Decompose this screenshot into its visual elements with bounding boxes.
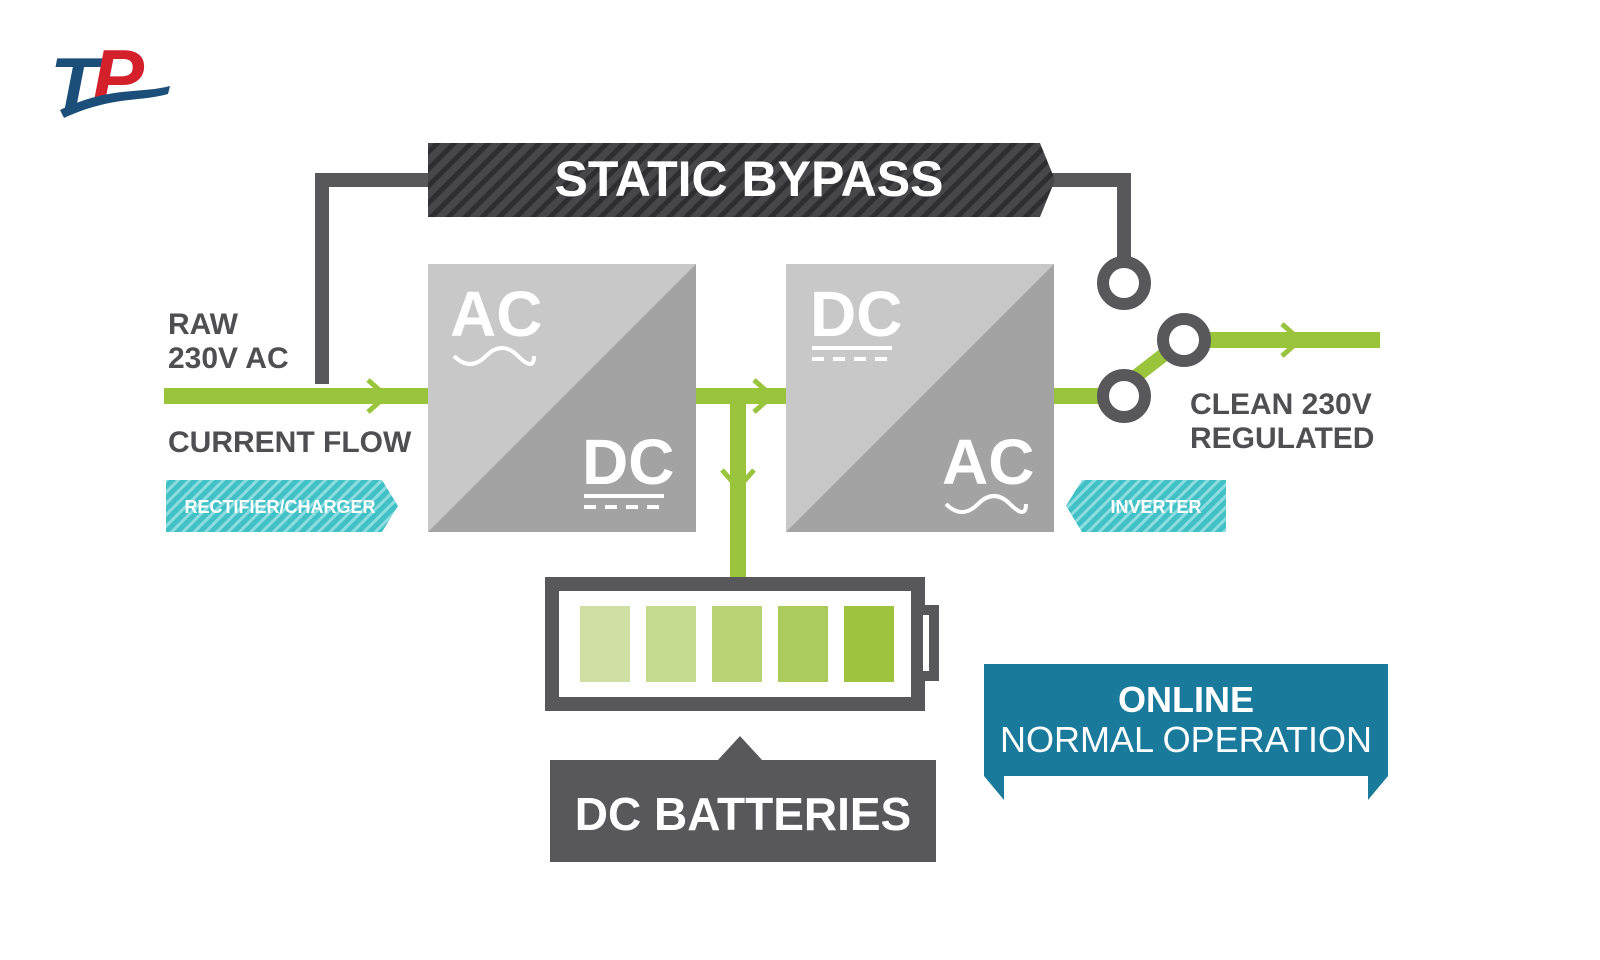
company-logo: T P <box>50 33 170 129</box>
inverter-input-type: DC <box>810 278 902 350</box>
ac-wave-icon <box>452 346 536 366</box>
logo-swoosh <box>60 86 170 118</box>
inverter-block: DC AC <box>786 264 1054 532</box>
status-banner: ONLINE NORMAL OPERATION <box>984 664 1388 800</box>
battery-cell <box>580 606 630 682</box>
dc-batteries-box <box>550 736 936 862</box>
inverter-contact <box>1097 369 1151 423</box>
inverter-diagonal <box>786 264 1054 532</box>
bypass-wire-right <box>1044 173 1131 266</box>
battery-feed-arrow <box>720 468 756 492</box>
bypass-contact <box>1097 256 1151 310</box>
inverter-tag-label: INVERTER <box>1110 497 1201 517</box>
rectifier-diagonal <box>428 264 696 532</box>
rectifier-tag-shape <box>166 480 398 532</box>
static-bypass-bar: STATIC BYPASS <box>428 143 1055 217</box>
battery-cell <box>646 606 696 682</box>
dc-bus-arrow <box>752 378 776 414</box>
battery-cells <box>580 606 894 682</box>
bypass-wire-left <box>315 173 430 384</box>
output-label-line1: CLEAN 230V <box>1190 388 1372 421</box>
rectifier-tag-label: RECTIFIER/CHARGER <box>184 497 375 517</box>
dc-batteries-label: DC BATTERIES <box>575 788 912 840</box>
rectifier-output-type: DC <box>582 426 674 498</box>
output-flow-arrow <box>1280 322 1304 358</box>
inverter-tag-shape <box>1066 480 1226 532</box>
battery-cell <box>778 606 828 682</box>
output-contact <box>1157 313 1211 367</box>
static-bypass-hatched-bar <box>428 143 1055 217</box>
logo-letter-t: T <box>50 41 104 129</box>
status-ribbon-right <box>1368 776 1388 800</box>
status-subtitle: NORMAL OPERATION <box>1000 719 1372 760</box>
input-label-line2: 230V AC <box>168 342 289 375</box>
static-bypass-label: STATIC BYPASS <box>555 151 944 207</box>
status-ribbon-left <box>984 776 1004 800</box>
battery-icon <box>545 577 939 711</box>
inverter-tag: INVERTER <box>1066 480 1226 532</box>
output-label-line2: REGULATED <box>1190 422 1374 455</box>
dc-batteries-callout: DC BATTERIES <box>550 736 936 862</box>
rectifier-input-type: AC <box>450 278 542 350</box>
status-banner-box <box>984 664 1388 776</box>
rectifier-tag: RECTIFIER/CHARGER <box>166 480 398 532</box>
input-flow-arrow <box>366 378 390 414</box>
rectifier-block: AC DC <box>428 264 696 532</box>
ac-wave-icon <box>944 494 1028 514</box>
battery-terminal <box>913 605 939 681</box>
inverter-output-type: AC <box>942 426 1034 498</box>
current-flow-label: CURRENT FLOW <box>168 426 412 459</box>
battery-cell <box>712 606 762 682</box>
logo-letter-p: P <box>92 33 145 121</box>
battery-cell <box>844 606 894 682</box>
status-title: ONLINE <box>1118 679 1254 720</box>
input-label-line1: RAW <box>168 308 239 341</box>
